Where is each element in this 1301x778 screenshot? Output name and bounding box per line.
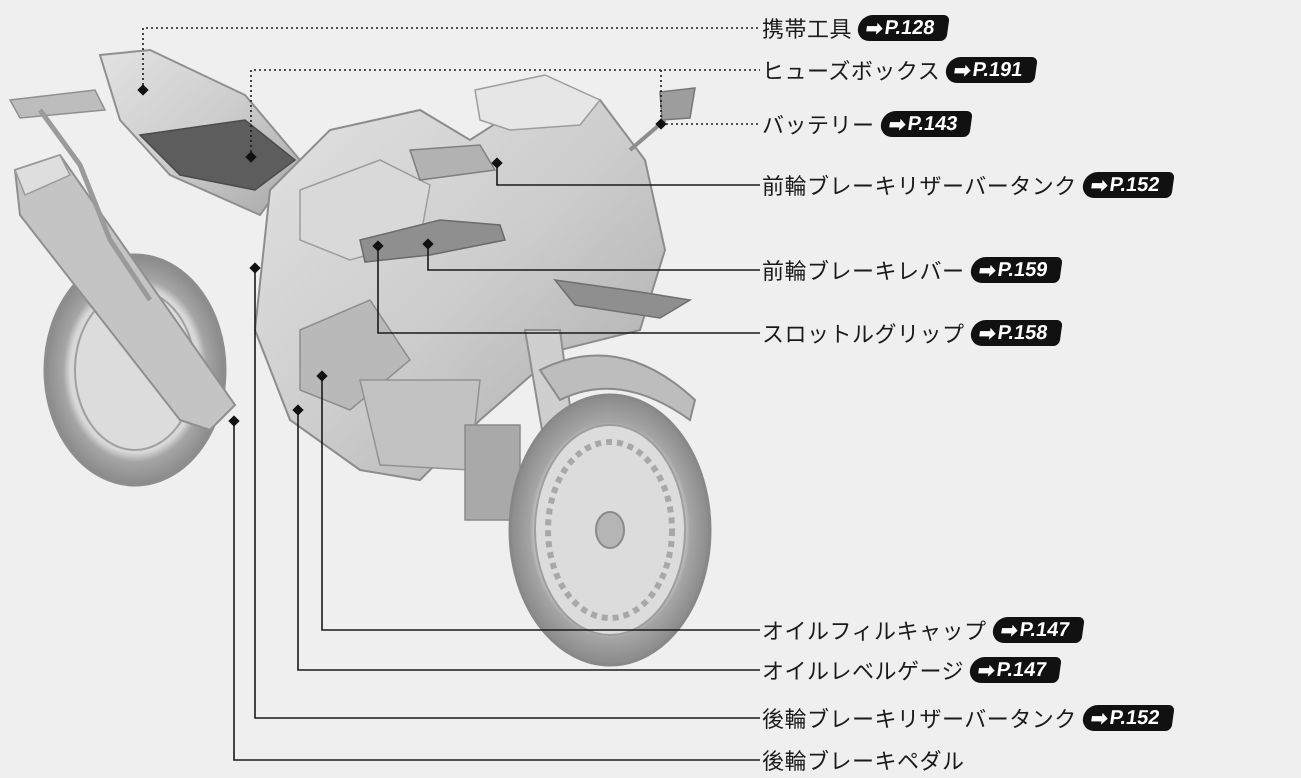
callout-throttle-grip: スロットルグリップ ➡P.158 xyxy=(762,318,1063,348)
callout-label: 前輪ブレーキリザーバータンク xyxy=(762,175,1077,200)
front-wheel xyxy=(508,393,712,667)
leader-fuse-box xyxy=(250,69,760,157)
arrow-right-icon: ➡ xyxy=(886,113,907,136)
callout-oil-level-gauge: オイルレベルゲージ ➡P.147 xyxy=(762,655,1063,685)
page-ref-badge[interactable]: ➡P.147 xyxy=(968,657,1063,683)
leader-oil-filler-cap xyxy=(321,376,760,631)
page-ref-badge[interactable]: ➡P.159 xyxy=(968,257,1063,283)
callout-label: オイルフィルキャップ xyxy=(762,620,987,645)
arrow-right-icon: ➡ xyxy=(1089,707,1110,730)
leader-rear-brake-pedal xyxy=(233,421,760,761)
callout-label: 後輪ブレーキペダル xyxy=(762,750,965,775)
callout-label: バッテリー xyxy=(762,114,875,139)
leader-rear-brake-reservoir xyxy=(254,268,760,719)
callout-fuse-box: ヒューズボックス ➡P.191 xyxy=(762,55,1039,85)
callout-rear-brake-reservoir: 後輪ブレーキリザーバータンク ➡P.152 xyxy=(762,703,1176,733)
arrow-right-icon: ➡ xyxy=(952,59,973,82)
callout-label: ヒューズボックス xyxy=(762,60,941,85)
arrow-right-icon: ➡ xyxy=(1089,174,1110,197)
arrow-right-icon: ➡ xyxy=(976,259,997,282)
arrow-right-icon: ➡ xyxy=(976,322,997,345)
callout-label: オイルレベルゲージ xyxy=(762,660,965,685)
arrow-right-icon: ➡ xyxy=(998,619,1019,642)
page-ref-badge[interactable]: ➡P.152 xyxy=(1080,705,1176,731)
callout-label: 携帯工具 xyxy=(762,18,853,43)
leader-tool-kit xyxy=(142,27,760,90)
callout-rear-brake-pedal: 後輪ブレーキペダル xyxy=(762,745,967,775)
callout-oil-filler-cap: オイルフィルキャップ ➡P.147 xyxy=(762,615,1086,645)
page-ref-badge[interactable]: ➡P.147 xyxy=(990,617,1085,643)
page-ref-badge[interactable]: ➡P.128 xyxy=(856,15,951,41)
callout-battery: バッテリー ➡P.143 xyxy=(762,109,973,139)
page-ref-badge[interactable]: ➡P.191 xyxy=(944,57,1039,83)
leader-throttle-grip xyxy=(377,246,760,334)
front-fender xyxy=(538,354,697,422)
page-ref-badge[interactable]: ➡P.152 xyxy=(1080,172,1176,198)
callout-front-brake-lever: 前輪ブレーキレバー ➡P.159 xyxy=(762,255,1063,285)
callout-label: スロットルグリップ xyxy=(762,323,965,348)
leader-front-brake-lever xyxy=(427,244,760,271)
callout-tool-kit: 携帯工具 ➡P.128 xyxy=(762,13,951,43)
leader-lines xyxy=(142,27,760,761)
page-ref-badge[interactable]: ➡P.143 xyxy=(878,111,973,137)
page-ref-badge[interactable]: ➡P.158 xyxy=(968,320,1063,346)
callout-label: 後輪ブレーキリザーバータンク xyxy=(762,708,1077,733)
arrow-right-icon: ➡ xyxy=(864,17,885,40)
leader-front-brake-reservoir xyxy=(496,163,760,186)
leader-oil-level-gauge xyxy=(297,410,760,671)
callout-label: 前輪ブレーキレバー xyxy=(762,260,965,285)
arrow-right-icon: ➡ xyxy=(976,659,997,682)
callout-front-brake-reservoir: 前輪ブレーキリザーバータンク ➡P.152 xyxy=(762,170,1176,200)
